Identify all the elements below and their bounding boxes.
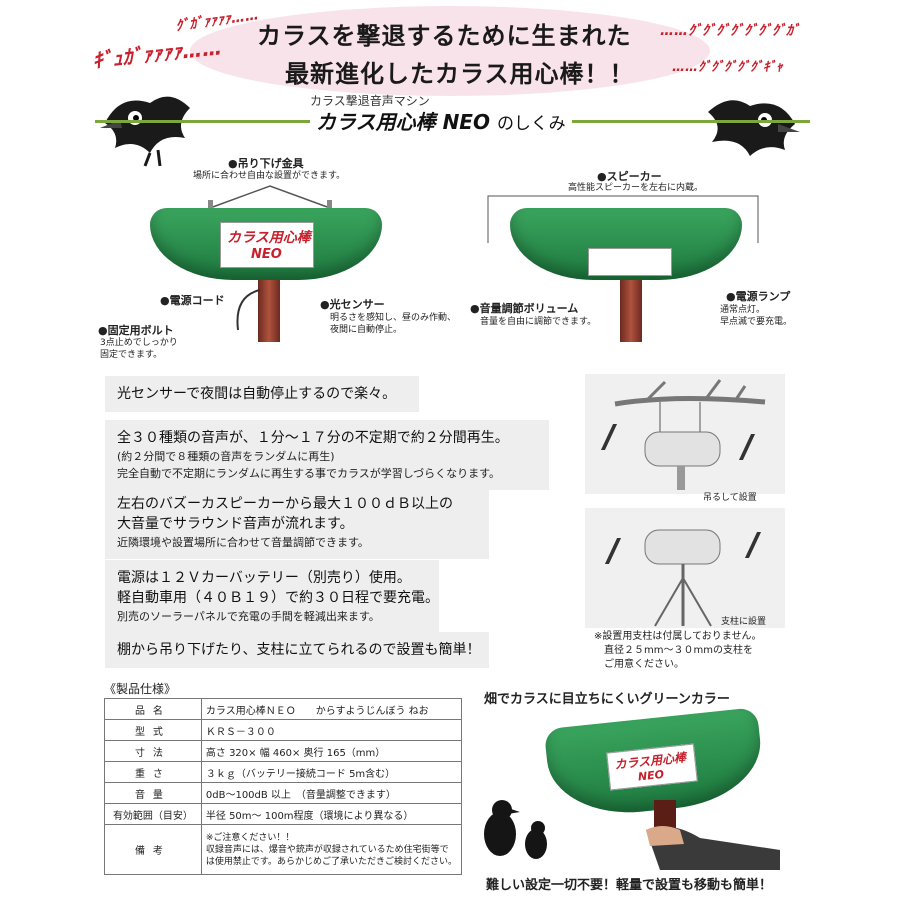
feature-4-line-1: 電源は１２Ｖカーバッテリー（別売り）使用。 (117, 570, 411, 586)
spec-value: 高さ 320× 幅 460× 奥行 165（mm） (200, 740, 463, 762)
remarks-line-3: は使用禁止です。あらかじめご了承いただきご検討ください。 (205, 856, 457, 867)
device-plate-neo: NEO (251, 247, 282, 262)
callout-hanger-title: ●吊り下げ金具 (228, 157, 304, 170)
callout-speaker-title: ●スピーカー (597, 170, 662, 183)
install-note-3: ご用意ください。 (604, 659, 684, 670)
feature-5-line-1: 棚から吊り下げたり、支柱に立てられるので設置も簡単！ (117, 642, 481, 658)
onomatopoeia-right-1: ……ｸﾞｸﾞｸﾞｸﾞｸﾞｸﾞｸﾞｶﾞ (660, 23, 800, 39)
callout-light-sensor-title: ●光センサー (320, 298, 385, 311)
hanging-illustration (614, 379, 766, 490)
install-note-1: ※設置用支柱は付属しておりません。 (594, 631, 762, 642)
header-line-1: カラスを撃退するために生まれた (257, 22, 632, 50)
spec-key: 品名 (104, 698, 202, 720)
callout-light-sensor-text-2: 夜間に自動停止。 (330, 325, 403, 335)
subtitle-suffix: のしくみ (496, 114, 566, 134)
subtitle-title: カラス用心棒 NEO のしくみ (310, 106, 572, 135)
spec-value: 半径 50m～ 100m程度（環境により異なる） (200, 803, 463, 825)
callout-bolt-text-1: 3点止めでしっかり (100, 338, 178, 348)
spec-value: 0dB～100dB 以上 （音量調整できます） (200, 782, 463, 804)
pole-caption: 支柱に設置 (721, 617, 767, 627)
feature-3-line-3: 近隣環境や設置場所に合わせて音量調節できます。 (117, 536, 369, 549)
device-plate-name: カラス用心棒 (227, 230, 311, 246)
callout-lamp-text-2: 早点滅で要充電。 (720, 317, 793, 327)
feature-2-line-3: 完全自動で不定期にランダムに再生する事でカラスが学習しづらくなります。 (117, 467, 501, 480)
callout-bolt-title: ●固定用ボルト (98, 324, 174, 337)
install-hanging-panel: 吊るして設置 (585, 374, 785, 503)
feature-box-2: 全３０種類の音声が、１分～１７分の不定期で約２分間再生。 (約２分間で８種類の音… (105, 420, 549, 490)
green-color-heading: 畑でカラスに目立ちにくいグリーンカラー (484, 692, 730, 707)
table-row: 品名カラス用心棒ＮＥＯ からすようじんぼう ねお (104, 698, 463, 720)
callout-power-cord: ●電源コード (160, 294, 225, 307)
spec-title: 《製品仕様》 (104, 682, 177, 696)
install-pole-panel: 支柱に設置 (585, 508, 785, 628)
subtitle-small: カラス撃退音声マシン (310, 94, 430, 108)
device-rear-panel (588, 248, 672, 276)
spec-remarks: ※ご注意ください！！ 収録音声には、爆音や銃声が収録されているため住宅街等で は… (200, 824, 463, 875)
crow-left-illustration (100, 96, 190, 167)
hanger-bracket (208, 185, 332, 212)
spec-key: 寸法 (104, 740, 202, 762)
feature-2-line-1: 全３０種類の音声が、１分～１７分の不定期で約２分間再生。 (117, 430, 509, 446)
feature-4-line-3: 別売のソーラーパネルで充電の手間を軽減出来ます。 (117, 610, 380, 623)
spec-key: 型式 (104, 719, 202, 741)
install-note-2: 直径２５mm～３０mmの支柱を (604, 645, 753, 656)
spec-value: ＫＲＳ－３００ (200, 719, 463, 741)
footer-tagline: 難しい設定一切不要！軽量で設置も移動も簡単！ (486, 878, 773, 893)
table-row: 寸法高さ 320× 幅 460× 奥行 165（mm） (104, 740, 463, 762)
spec-value: カラス用心棒ＮＥＯ からすようじんぼう ねお (200, 698, 463, 720)
device-label-plate: カラス用心棒 NEO (220, 222, 314, 268)
header-line-2: 最新進化したカラス用心棒！！ (285, 60, 635, 88)
feature-2-line-2: (約２分間で８種類の音声をランダムに再生) (117, 450, 335, 463)
spec-key: 有効範囲（目安） (104, 803, 202, 825)
feature-4-line-2: 軽自動車用（４０Ｂ１９）で約３０日程で要充電。 (117, 590, 439, 606)
remarks-line-1: ※ご注意ください！！ (205, 832, 295, 843)
onomatopoeia-left-2: ｷﾞｭｶﾞｧｧｧｧ…… (91, 35, 224, 73)
spec-key: 音量 (104, 782, 202, 804)
power-cord-left (236, 289, 261, 331)
remarks-line-2: 収録音声には、爆音や銃声が収録されているため住宅街等で (205, 844, 449, 855)
hand-holding-device (646, 800, 780, 870)
speaker-callout-lines (487, 195, 759, 243)
table-row: 有効範囲（目安）半径 50m～ 100m程度（環境により異なる） (104, 803, 463, 825)
pole-illustration (644, 529, 721, 627)
callout-lamp-title: ●電源ランプ (726, 290, 791, 303)
callout-hanger-text: 場所に合わせ自由な設置ができます。 (193, 171, 346, 181)
device-mount-pole-left (258, 280, 280, 342)
hang-caption: 吊るして設置 (703, 493, 757, 503)
callout-volume-text: 音量を自由に調節できます。 (480, 317, 597, 327)
callout-light-sensor-text-1: 明るさを感知し、昼のみ作動、 (330, 313, 457, 323)
feature-3-line-2: 大音量でサラウンド音声が流れます。 (117, 516, 354, 532)
onomatopoeia-right-2: ……ｸﾞｸﾞｸﾞｸﾞｸﾞｷﾞｬ (672, 60, 783, 75)
feature-box-5: 棚から吊り下げたり、支柱に立てられるので設置も簡単！ (105, 632, 489, 668)
crow-right-illustration (708, 100, 800, 156)
subtitle-product-name: カラス用心棒 NEO (316, 110, 490, 134)
feature-3-line-1: 左右のバズーカスピーカーから最大１００ｄＢ以上の (117, 496, 453, 512)
header-background (190, 6, 710, 96)
spec-value: ３ｋｇ（バッテリー接続コード 5m含む） (200, 761, 463, 783)
spec-key: 重さ (104, 761, 202, 783)
callout-volume-title: ●音量調節ボリューム (470, 302, 579, 315)
callout-lamp-text-1: 通常点灯。 (720, 305, 766, 315)
spec-key: 備考 (104, 824, 202, 875)
feature-box-4: 電源は１２Ｖカーバッテリー（別売り）使用。 軽自動車用（４０Ｂ１９）で約３０日程… (105, 560, 439, 633)
callout-speaker-text: 高性能スピーカーを左右に内蔵。 (568, 183, 704, 193)
table-row: 備考 ※ご注意ください！！ 収録音声には、爆音や銃声が収録されているため住宅街等… (104, 824, 463, 875)
callout-bolt-text-2: 固定できます。 (100, 350, 163, 360)
feature-box-1: 光センサーで夜間は自動停止するので楽々。 (105, 376, 419, 412)
feature-box-3: 左右のバズーカスピーカーから最大１００ｄＢ以上の 大音量でサラウンド音声が流れま… (105, 486, 489, 559)
feature-1-line-1: 光センサーで夜間は自動停止するので楽々。 (117, 386, 397, 402)
install-note: ※設置用支柱は付属しておりません。 直径２５mm～３０mmの支柱を ご用意くださ… (594, 630, 761, 672)
crows-standing-illustration (484, 800, 547, 859)
device-mount-pole-right (620, 280, 642, 342)
